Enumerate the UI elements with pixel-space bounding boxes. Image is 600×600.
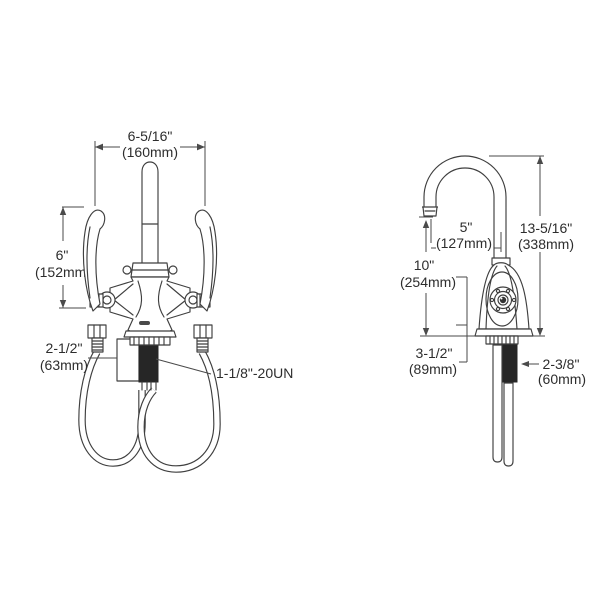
label-shank-thread: 1-1/8"-20UN xyxy=(155,358,293,381)
dim-handle-spread-in: 6-5/16" xyxy=(128,128,173,144)
arrowhead xyxy=(197,143,205,151)
dim-handle-length-mm: (152mm) xyxy=(35,264,91,280)
shank-thread-label: 1-1/8"-20UN xyxy=(216,365,293,381)
dim-overall-height-mm: (338mm) xyxy=(518,236,574,252)
dim-spout-height-mm: (254mm) xyxy=(400,274,456,290)
side-view: 13-5/16" (338mm) 10" (254mm) 5" (127mm) xyxy=(400,155,586,467)
arrowhead xyxy=(536,328,544,336)
brand-mark xyxy=(139,321,150,325)
dim-base-clearance: 3-1/2" (89mm) xyxy=(409,276,468,377)
dim-handle-spread: 6-5/16" (160mm) xyxy=(94,128,206,206)
handle-left xyxy=(82,209,106,312)
gooseneck-spout xyxy=(422,155,507,267)
dim-deck-thickness-mm: (63mm) xyxy=(40,357,88,373)
dim-handle-length-in: 6" xyxy=(56,247,69,263)
dim-spout-height-in: 10" xyxy=(414,257,435,273)
supply-tube-front xyxy=(492,344,503,463)
shank-outlet-tubes-front xyxy=(141,381,157,391)
handle-right xyxy=(194,209,218,312)
arrowhead xyxy=(95,143,103,151)
locknut-front xyxy=(129,336,171,346)
dim-spout-height: 10" (254mm) xyxy=(400,216,456,336)
spout-front xyxy=(122,161,178,278)
dim-overall-height-in: 13-5/16" xyxy=(520,220,572,236)
faucet-body-front xyxy=(109,276,191,346)
hose-nut-right xyxy=(193,324,213,353)
shank-front xyxy=(138,343,159,383)
dim-shank-length-mm: (60mm) xyxy=(538,371,586,387)
base-flange-front xyxy=(123,330,177,338)
supply-hose-right xyxy=(137,350,221,473)
handle-hub xyxy=(489,286,517,314)
arrowhead xyxy=(422,328,430,336)
dim-overall-height: 13-5/16" (338mm) xyxy=(489,155,574,336)
arrowhead xyxy=(422,220,430,228)
dim-shank-length: 2-3/8" (60mm) xyxy=(521,356,586,387)
dim-spout-reach-in: 5" xyxy=(460,219,473,235)
arrowhead xyxy=(59,207,67,215)
dim-base-clearance-in: 3-1/2" xyxy=(416,345,453,361)
dim-shank-length-in: 2-3/8" xyxy=(543,356,580,372)
front-view: 6-5/16" (160mm) 6" (152mm) xyxy=(35,128,293,473)
supply-hose-left xyxy=(78,350,146,467)
dim-deck-thickness: 2-1/2" (63mm) xyxy=(40,340,117,373)
arrowhead xyxy=(521,361,529,367)
arrowhead xyxy=(536,156,544,164)
dim-base-clearance-mm: (89mm) xyxy=(409,361,457,377)
hose-nut-left xyxy=(87,324,107,353)
dim-handle-length: 6" (152mm) xyxy=(35,206,91,309)
dim-handle-spread-mm: (160mm) xyxy=(122,144,178,160)
base-flange-side xyxy=(474,328,534,345)
dim-spout-reach: 5" (127mm) xyxy=(430,219,502,252)
arrowhead xyxy=(59,300,67,308)
dim-deck-thickness-in: 2-1/2" xyxy=(46,340,83,356)
dim-spout-reach-mm: (127mm) xyxy=(436,235,492,251)
supply-tube-rear xyxy=(503,382,514,467)
